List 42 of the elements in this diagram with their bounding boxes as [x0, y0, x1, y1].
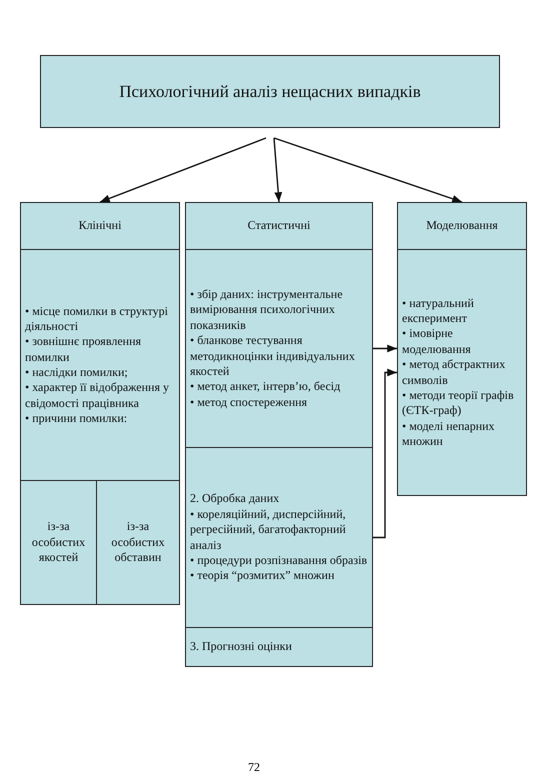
cell-text: із-за особистих якостей [30, 519, 86, 566]
table-cell [96, 480, 180, 605]
table-cell [397, 249, 527, 496]
cell-text: 3. Прогнозні оцінки [190, 639, 293, 655]
list-item: • теорія “розмитих” множин [190, 568, 336, 584]
list-item: • метод анкет, інтерв’ю, бесід [190, 379, 342, 395]
arrow [373, 344, 397, 352]
cell-text: Психологічний аналіз нещасних випадків [118, 80, 422, 102]
page-number: 72 [248, 760, 260, 775]
table-cell [20, 249, 180, 481]
list-item: • метод спостереження [190, 394, 308, 410]
list-item: • імовірне моделювання [402, 326, 472, 358]
list-item: • бланкове тестування методикноцінки індивідуальних якостей [190, 333, 356, 380]
list-item: • зовнішнє проявлення помилки [25, 334, 142, 365]
header-panel [185, 202, 373, 250]
table-cell [185, 627, 373, 667]
title-panel [40, 55, 500, 128]
list-item: • кореляційний, дисперсійний, регресійний, багатофакторний аналіз [190, 506, 347, 553]
header-panel [397, 202, 527, 250]
table-cell [185, 447, 373, 628]
table-cell [185, 249, 373, 448]
list-item: • моделі непарних множин [402, 418, 496, 450]
list-item: • метод абстрактних символів [402, 357, 506, 388]
cell-text: Моделювання [425, 218, 499, 234]
list-item: • натуральний експеримент [402, 296, 475, 326]
arrow [373, 368, 397, 538]
cell-text: із-за особистих обставин [110, 519, 166, 566]
header-panel [20, 202, 180, 250]
cell-text: Клінічні [78, 218, 122, 234]
table-cell [20, 480, 97, 605]
arrow [273, 138, 282, 202]
cell-text: Статистичні [246, 218, 312, 234]
arrow [274, 137, 462, 203]
list-item: • характер її відображення у свідомості працівника [25, 380, 170, 412]
list-item: • наслідки помилки; [25, 365, 129, 380]
list-item: • процедури розпізнавання образів [190, 552, 368, 568]
list-item: • причини помилки: [25, 411, 128, 426]
list-item: • збір даних: інструментальне вимірювання психологічних показників [190, 287, 344, 334]
list-item: 2. Обробка даних [190, 491, 280, 507]
list-item: • методи теорії графів (ЄТК-граф) [402, 388, 515, 419]
list-item: • місце помилки в структурі діяльності [25, 304, 169, 334]
arrow [100, 137, 266, 203]
